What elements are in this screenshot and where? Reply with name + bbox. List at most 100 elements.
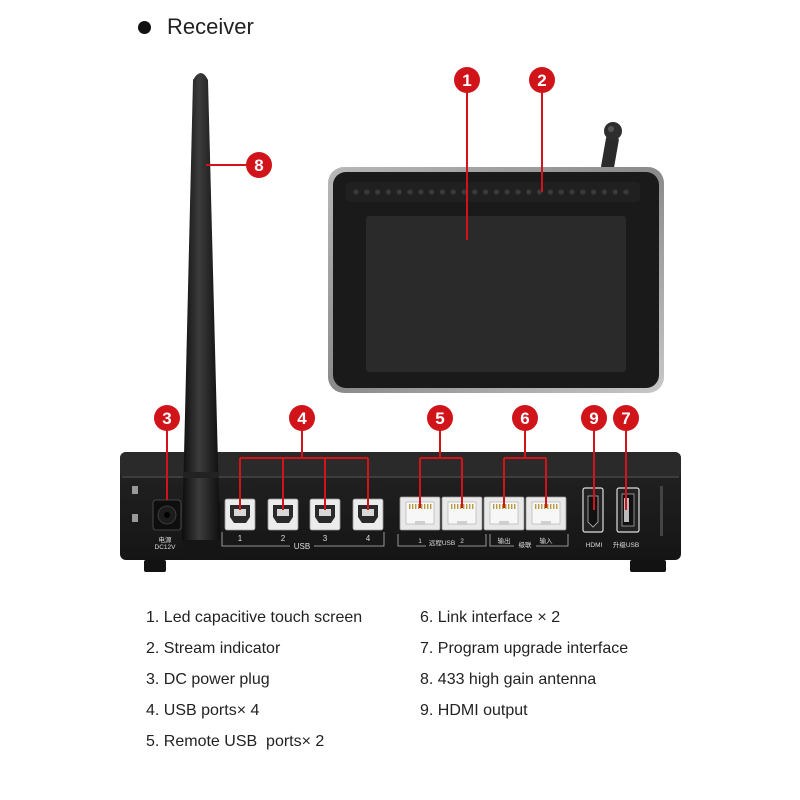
callout-number: 6: [520, 409, 529, 428]
led-dot: [601, 189, 608, 195]
side-vent: [132, 486, 138, 494]
usb-port-number: 3: [323, 534, 328, 543]
legend-item: 9. HDMI output: [420, 702, 528, 719]
callout-badge: [454, 67, 480, 93]
led-dot: [375, 189, 381, 195]
receiver-diagram: 电源 DC12V 1 2 3 4 USB 1 远程USB 2 输出 级联 输入 …: [120, 67, 681, 572]
led-dot: [623, 189, 629, 195]
led-dot: [547, 189, 554, 195]
callout-number: 2: [537, 71, 546, 90]
antenna: [182, 73, 221, 556]
usb-b-port: [352, 498, 384, 531]
legend-item: 4. USB ports× 4: [146, 702, 260, 719]
usb-group-label: USB: [294, 542, 310, 551]
callout-3: 3: [154, 405, 180, 431]
legend-right-column: 6. Link interface × 2 7. Program upgrade…: [420, 604, 628, 728]
foot-right: [630, 560, 666, 572]
callout-2: 2: [529, 67, 555, 93]
callout-9: 9: [581, 405, 607, 431]
callout-number: 8: [254, 156, 263, 175]
callout-8: 8: [246, 152, 272, 178]
section-heading: Receiver: [138, 14, 254, 40]
led-dot: [364, 189, 370, 195]
led-dot: [461, 189, 467, 195]
led-dot: [385, 189, 391, 195]
callout-7: 7: [613, 405, 639, 431]
led-dot: [450, 189, 456, 195]
callout-badge: [529, 67, 555, 93]
legend-left-column: 1. Led capacitive touch screen 2. Stream…: [146, 604, 362, 759]
usb-b-port: [224, 498, 256, 531]
link-group-label: 级联: [519, 540, 533, 549]
callout-6: 6: [512, 405, 538, 431]
power-rating-label: DC12V: [155, 544, 177, 551]
callout-badge: [613, 405, 639, 431]
legend-item: 2. Stream indicator: [146, 640, 281, 657]
rj45-port: [525, 496, 567, 531]
legend-item: 6. Link interface × 2: [420, 609, 561, 626]
power-cn-label: 电源: [159, 535, 173, 544]
callout-number: 1: [462, 71, 471, 90]
legend-item: 7. Program upgrade interface: [420, 640, 629, 657]
side-vent: [132, 514, 138, 522]
callout-badge: [246, 152, 272, 178]
led-dot: [429, 189, 435, 195]
callout-badge: [427, 405, 453, 431]
stream-indicator-leds: [353, 189, 629, 195]
callout-number: 4: [297, 409, 307, 428]
led-dot: [483, 189, 489, 195]
callout-5: 5: [427, 405, 453, 431]
legend-item: 5. Remote USB ports× 2: [146, 733, 325, 750]
led-dot: [612, 189, 618, 195]
led-dot: [504, 189, 510, 195]
callout-number: 3: [162, 409, 171, 428]
stream-indicator-bar: [346, 182, 640, 202]
callout-1: 1: [454, 67, 480, 93]
led-dot: [353, 189, 359, 195]
rj45-port: [483, 496, 525, 531]
touch-screen-display: [366, 216, 626, 372]
callout-badge: [581, 405, 607, 431]
legend-item: 1. Led capacitive touch screen: [146, 609, 363, 626]
led-dot: [580, 189, 586, 195]
link-in-label: 输入: [540, 536, 554, 545]
remote-usb-label: 远程USB: [429, 538, 455, 547]
callout-4: 4: [289, 405, 315, 431]
callout-number: 9: [589, 409, 598, 428]
led-dot: [591, 189, 597, 195]
led-dot: [569, 189, 575, 195]
link-out-label: 输出: [498, 536, 511, 545]
upgrade-usb-port: [616, 487, 640, 533]
rj45-ports-group: [399, 496, 567, 531]
led-dot: [396, 189, 402, 195]
rj45-port: [399, 496, 441, 531]
foot-left: [144, 560, 166, 572]
screen-antenna: [601, 122, 622, 171]
legend-item: 8. 433 high gain antenna: [420, 671, 597, 688]
led-dot: [407, 189, 413, 195]
remote-port-number: 2: [460, 538, 464, 545]
usb-port-number: 1: [238, 534, 243, 543]
led-dot: [526, 189, 532, 195]
led-dot: [493, 189, 499, 195]
hdmi-label: HDMI: [586, 542, 603, 549]
callout-badge: [154, 405, 180, 431]
section-title: Receiver: [167, 14, 254, 39]
led-dot: [472, 189, 478, 195]
led-dot: [515, 189, 521, 195]
touch-screen-unit: [328, 122, 664, 393]
remote-port-number: 1: [418, 538, 422, 545]
usb-port-number: 4: [366, 534, 371, 543]
led-dot: [418, 189, 424, 195]
usb-port-number: 2: [281, 534, 286, 543]
upgrade-usb-label: 升级USB: [613, 540, 639, 549]
callout-number: 7: [621, 409, 630, 428]
callout-number: 5: [435, 409, 444, 428]
legend-item: 3. DC power plug: [146, 671, 270, 688]
led-dot: [558, 189, 564, 195]
led-dot: [439, 189, 445, 195]
bullet-icon: [138, 20, 151, 34]
led-dot: [537, 189, 543, 195]
callout-lines: [166, 92, 627, 510]
dc-power-jack: [152, 499, 182, 531]
